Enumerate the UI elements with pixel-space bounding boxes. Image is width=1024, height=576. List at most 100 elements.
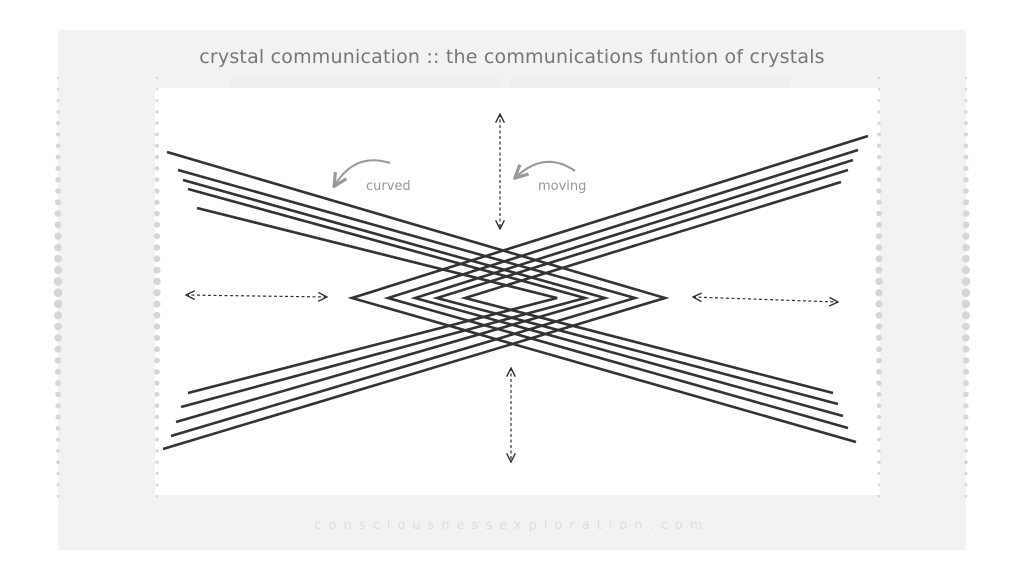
chevron-right-pointing-line xyxy=(187,206,558,395)
chevron-left-pointing-line xyxy=(460,180,842,395)
dot-outer-left xyxy=(53,288,63,298)
dot-outer-right xyxy=(962,322,970,331)
dot-inner-left xyxy=(154,357,160,364)
chevron-left-pointing-line xyxy=(347,134,869,444)
dot-outer-left xyxy=(55,188,61,194)
dot-outer-right xyxy=(962,345,970,353)
dot-inner-right xyxy=(875,289,883,297)
horizontal-arrow-left xyxy=(186,295,327,297)
dot-outer-left xyxy=(55,143,61,148)
curved-label: curved xyxy=(366,179,411,194)
dot-outer-left xyxy=(56,494,60,498)
dot-inner-left xyxy=(155,99,159,103)
chevron-right-pointing-line xyxy=(180,187,590,409)
dot-outer-right xyxy=(962,311,970,320)
dot-outer-left xyxy=(56,449,60,453)
dot-inner-left xyxy=(153,334,161,342)
dot-inner-left xyxy=(155,143,159,148)
dot-outer-left xyxy=(55,165,61,171)
dot-outer-right xyxy=(962,368,970,375)
dot-outer-left xyxy=(56,121,60,126)
dot-inner-right xyxy=(877,483,881,487)
dot-outer-right xyxy=(962,199,970,206)
dot-outer-right xyxy=(961,299,971,309)
dot-inner-right xyxy=(876,154,882,160)
moving-label: moving xyxy=(538,179,586,194)
dot-outer-left xyxy=(55,177,61,183)
dot-inner-right xyxy=(877,110,881,114)
website-watermark: consciousnessexploration.com xyxy=(314,518,710,533)
dot-inner-left xyxy=(154,221,160,228)
dot-inner-right xyxy=(875,244,883,251)
chevron-right-pointing-line xyxy=(175,178,610,424)
dot-outer-left xyxy=(53,266,63,275)
dot-outer-left xyxy=(55,380,61,387)
dot-inner-left xyxy=(153,233,161,240)
dot-outer-right xyxy=(961,266,971,275)
dot-inner-right xyxy=(876,426,882,431)
dot-inner-left xyxy=(154,369,160,375)
dot-inner-right xyxy=(877,494,881,498)
dot-outer-right xyxy=(964,494,968,498)
dot-inner-right xyxy=(876,357,882,364)
dot-inner-right xyxy=(875,266,883,274)
horizontal-arrow-right xyxy=(693,297,838,302)
dot-outer-right xyxy=(964,471,968,476)
dot-outer-left xyxy=(56,471,60,476)
dot-outer-right xyxy=(964,483,968,487)
dot-outer-right xyxy=(964,99,968,103)
dot-outer-left xyxy=(54,357,62,364)
dot-inner-right xyxy=(877,76,881,80)
dot-outer-left xyxy=(55,154,61,160)
dot-inner-left xyxy=(155,121,159,125)
dot-outer-left xyxy=(54,322,62,331)
dot-inner-right xyxy=(877,143,881,148)
dot-inner-right xyxy=(875,300,883,308)
dot-outer-left xyxy=(54,368,62,375)
dot-outer-right xyxy=(963,177,969,183)
dot-outer-right xyxy=(963,403,969,409)
dot-outer-right xyxy=(963,426,969,431)
chevron-right-pointing-line xyxy=(162,150,670,451)
dot-inner-left xyxy=(154,403,160,409)
dot-outer-right xyxy=(962,334,970,342)
dot-inner-left xyxy=(155,437,159,442)
diagram-title: crystal communication :: the communicati… xyxy=(199,46,825,68)
dot-inner-right xyxy=(877,121,881,125)
dot-outer-left xyxy=(54,334,62,342)
dot-outer-left xyxy=(55,132,61,137)
title-band-left xyxy=(230,76,500,88)
dot-inner-right xyxy=(877,449,881,453)
dot-outer-right xyxy=(964,121,968,126)
dot-inner-right xyxy=(877,460,881,464)
dot-inner-left xyxy=(154,380,160,386)
dot-outer-right xyxy=(962,357,970,364)
dot-borders xyxy=(53,76,971,498)
dot-inner-right xyxy=(875,323,883,330)
dot-outer-left xyxy=(55,426,61,431)
dot-inner-left xyxy=(154,391,160,397)
dot-outer-left xyxy=(54,210,62,217)
dot-inner-left xyxy=(154,188,160,194)
dot-outer-left xyxy=(56,87,60,91)
dot-outer-left xyxy=(56,110,60,114)
dot-inner-right xyxy=(875,255,883,263)
dot-inner-left xyxy=(153,255,161,263)
dot-outer-right xyxy=(962,254,970,263)
dot-inner-right xyxy=(875,277,883,286)
dot-inner-right xyxy=(877,437,881,442)
dot-outer-left xyxy=(54,243,62,252)
dot-outer-right xyxy=(964,449,968,453)
dot-inner-left xyxy=(155,460,159,464)
dot-inner-left xyxy=(153,277,161,286)
dot-inner-right xyxy=(876,221,882,228)
dot-inner-left xyxy=(154,177,160,183)
dot-inner-left xyxy=(155,110,159,114)
dot-inner-right xyxy=(877,132,881,137)
dot-outer-right xyxy=(963,132,969,137)
dot-outer-left xyxy=(56,460,60,465)
dot-outer-left xyxy=(55,403,61,409)
dot-outer-left xyxy=(56,99,60,103)
dot-outer-left xyxy=(54,199,62,206)
dot-inner-left xyxy=(155,494,159,498)
